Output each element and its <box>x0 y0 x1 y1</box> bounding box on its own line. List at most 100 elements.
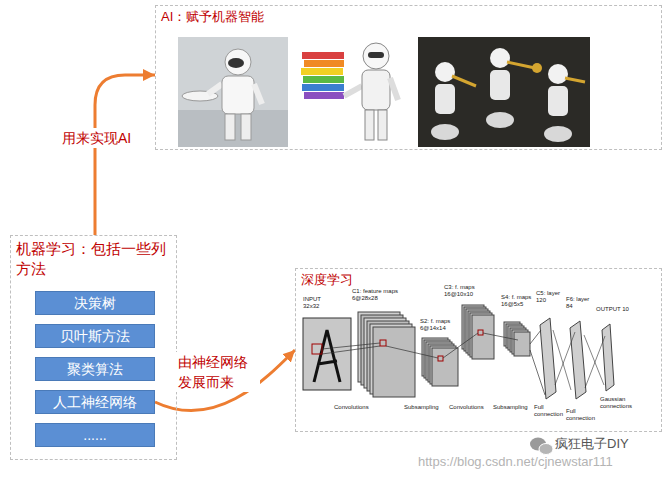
ml-panel: 机器学习：包括一些列方法决策树贝叶斯方法聚类算法人工神经网络...... <box>10 235 177 460</box>
letter-drawing <box>314 330 340 382</box>
robot-head <box>435 62 455 82</box>
method-box: 人工神经网络 <box>35 390 155 414</box>
feature-map <box>373 327 415 397</box>
mapping-line <box>386 346 438 358</box>
robot-leg <box>241 114 251 140</box>
robot-image <box>298 37 408 147</box>
bubble <box>539 444 553 455</box>
ai-panel: AI：赋予机器智能 <box>155 5 662 150</box>
trumpet <box>507 62 535 68</box>
robot-image <box>418 37 590 147</box>
receptive-field <box>312 344 322 354</box>
method-label: 聚类算法 <box>67 360 123 378</box>
robot-head <box>548 64 568 84</box>
lenet-figure <box>303 305 614 399</box>
feature-map <box>472 315 494 359</box>
mapping-line <box>483 333 518 340</box>
panel-heading: AI：赋予机器智能 <box>161 9 656 26</box>
robot-body <box>490 70 510 100</box>
watermark-url: https://blog.csdn.net/cjnewstar111 <box>418 455 658 470</box>
mapping-line <box>443 333 478 358</box>
robot-base <box>544 126 572 142</box>
layer-label: S2: f. maps 6@14x14 <box>420 318 460 332</box>
edge-label: 由神经网络发展而来 <box>176 352 260 392</box>
feature-map <box>432 348 458 386</box>
mapping-line <box>585 336 605 388</box>
robot-leg <box>378 110 387 140</box>
mapping-line <box>530 350 545 395</box>
photo-ground <box>178 37 288 147</box>
input-map <box>303 318 351 390</box>
robot-head <box>225 49 251 75</box>
method-box: ...... <box>35 423 155 447</box>
receptive-field <box>438 356 443 361</box>
robot-arm <box>254 84 262 104</box>
trumpet <box>452 76 476 86</box>
robot-head <box>363 43 389 69</box>
flow-arrow <box>95 75 155 235</box>
layer-label: INPUT 32x32 <box>303 296 327 310</box>
operation-label: Subsampling <box>493 404 533 411</box>
operation-label: Full connection <box>534 404 564 418</box>
method-label: 人工神经网络 <box>53 393 137 411</box>
flow-arrow <box>155 350 295 411</box>
layer-band <box>570 321 586 399</box>
trumpet-bell <box>532 63 542 73</box>
mapping-line <box>530 330 541 344</box>
photo-floor <box>178 110 288 147</box>
robot-body <box>362 70 390 110</box>
photo-ground <box>298 37 408 147</box>
method-box: 决策树 <box>35 291 155 315</box>
feature-map <box>514 332 530 356</box>
method-box: 贝叶斯方法 <box>35 324 155 348</box>
robot-visor <box>228 58 244 68</box>
mapping-line <box>584 335 604 385</box>
layer-label: C3: f. maps 16@10x10 <box>444 284 500 298</box>
book <box>302 52 344 59</box>
layer-label: F6: layer 84 <box>566 296 592 310</box>
layer-label: OUTPUT 10 <box>596 306 630 313</box>
method-label: 贝叶斯方法 <box>60 327 130 345</box>
operation-label: Convolutions <box>449 404 493 411</box>
method-label: 决策树 <box>74 294 116 312</box>
wechat-icon <box>530 438 553 455</box>
robot-arm <box>390 78 398 100</box>
book <box>303 76 344 83</box>
book <box>304 60 344 67</box>
robot-body <box>435 84 455 114</box>
mapping-line <box>322 346 380 354</box>
receptive-field <box>478 330 483 335</box>
book <box>301 68 343 75</box>
layer-label: C5: layer 120 <box>536 290 564 304</box>
method-box: 聚类算法 <box>35 357 155 381</box>
robot-arm <box>208 84 222 94</box>
receptive-field <box>380 340 386 346</box>
panel-heading: 机器学习：包括一些列方法 <box>16 239 171 278</box>
watermark: 疯狂电子DIY <box>555 437 655 452</box>
robot-image <box>178 37 288 147</box>
robot-body <box>222 76 254 114</box>
robot-visor <box>368 52 384 58</box>
robot-arm <box>344 86 362 96</box>
robot-head <box>490 48 510 68</box>
layer-label: C1: feature maps 6@28x28 <box>352 288 400 302</box>
mapping-line <box>322 343 380 349</box>
operation-label: Subsampling <box>404 404 446 411</box>
operation-label: Convolutions <box>334 404 378 411</box>
book <box>304 92 344 99</box>
robot-leg <box>225 114 235 140</box>
mapping-line <box>553 330 571 390</box>
operation-label: Full connection <box>566 408 596 422</box>
method-label: ...... <box>83 426 106 444</box>
trumpet <box>565 78 585 82</box>
robot-leg <box>365 110 374 140</box>
operation-label: Gaussian connections <box>600 396 654 410</box>
photo-ground <box>418 37 590 147</box>
mapping-line <box>555 332 575 385</box>
edge-label: 用来实现AI <box>60 128 154 148</box>
book <box>302 84 344 91</box>
robot-base <box>486 112 514 128</box>
robot-base <box>431 124 459 140</box>
layer-band <box>602 324 614 391</box>
robot-body <box>548 86 568 116</box>
